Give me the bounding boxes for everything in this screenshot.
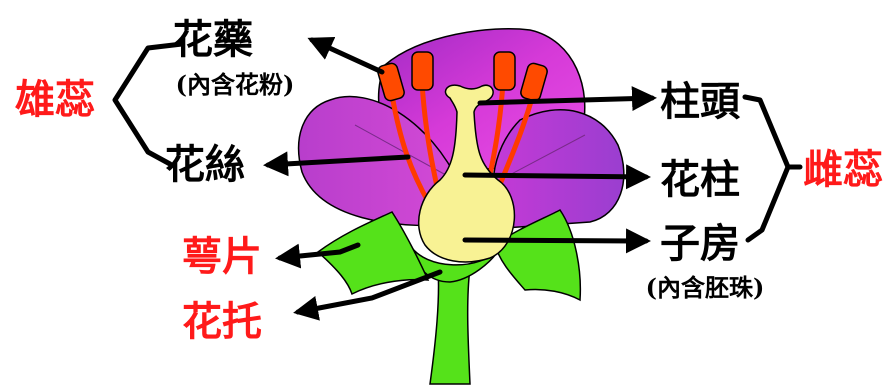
stem xyxy=(430,268,470,384)
receptacle-label: 花托 xyxy=(182,298,262,345)
pistil-bracket-right xyxy=(745,97,788,240)
ovary-note: (內含胚珠) xyxy=(646,273,765,302)
anther-label: 花藥 xyxy=(173,16,253,63)
filament-label: 花絲 xyxy=(165,141,245,188)
anther-note: (內含花粉) xyxy=(176,70,295,99)
ovary-label: 子房 xyxy=(660,220,740,267)
style-pointer xyxy=(465,175,646,177)
style-label: 花柱 xyxy=(660,156,740,203)
ovary-pointer xyxy=(465,240,646,241)
stigma-label: 柱頭 xyxy=(660,78,741,125)
pistil-label: 雌蕊 xyxy=(803,146,883,193)
anther-pointer xyxy=(312,40,382,72)
stamen-label: 雄蕊 xyxy=(15,76,95,123)
sepal-label: 萼片 xyxy=(182,233,262,280)
